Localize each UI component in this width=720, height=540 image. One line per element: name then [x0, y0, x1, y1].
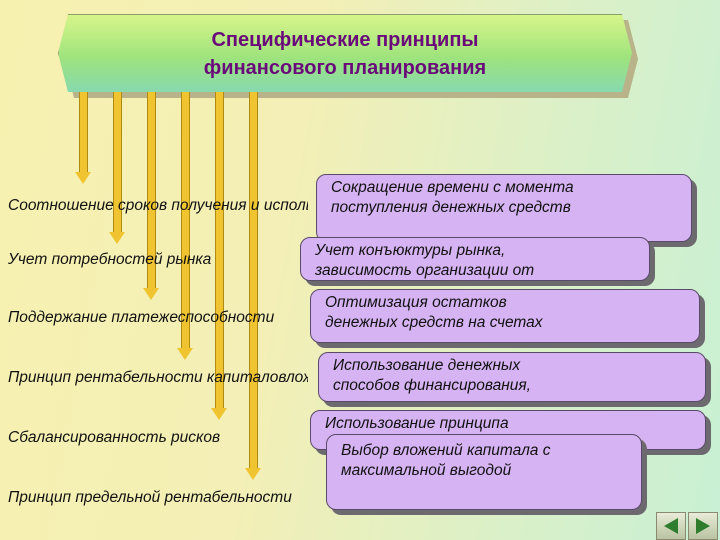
callout-bubble-1: Сокращение времени с момента поступления…	[316, 174, 692, 242]
prev-slide-button[interactable]	[656, 512, 686, 540]
arrow-4-head	[177, 348, 193, 360]
callout-6-line-1: Выбор вложений капитала с	[341, 442, 551, 459]
callout-3-line-1: Оптимизация остатков	[325, 294, 507, 311]
principle-1: Соотношение сроков получения и использов…	[8, 197, 308, 214]
page-title: Специфические принципы финансового плани…	[58, 26, 632, 82]
callout-4-line-2: способов финансирования,	[333, 377, 531, 394]
triangle-left-icon	[664, 518, 678, 534]
callout-5-line-1: Использование принципа	[325, 415, 509, 432]
arrow-2	[113, 92, 122, 232]
callout-bubble-3: Оптимизация остатков денежных средств на…	[310, 289, 700, 343]
callout-3-line-2: денежных средств на счетах	[325, 314, 543, 331]
arrow-4	[181, 92, 190, 348]
title-line-2: финансового планирования	[203, 57, 487, 79]
arrow-3	[147, 92, 156, 288]
title-banner	[58, 14, 632, 92]
callout-1-line-1: Сокращение времени с момента	[331, 179, 574, 196]
arrow-5	[215, 92, 224, 408]
arrow-6	[249, 92, 258, 468]
callout-2-line-2: зависимость организации от	[315, 262, 535, 279]
callout-bubble-4: Использование денежных способов финансир…	[318, 352, 706, 402]
callout-1-line-2: поступления денежных средств	[331, 199, 571, 216]
arrow-3-head	[143, 288, 159, 300]
principle-3: Поддержание платежеспособности	[8, 309, 275, 326]
callout-bubble-6: Выбор вложений капитала с максимальной в…	[326, 434, 642, 510]
arrow-5-head	[211, 408, 227, 420]
callout-bubble-2: Учет конъюктуры рынка, зависимость орган…	[300, 237, 650, 281]
callout-2-line-1: Учет конъюктуры рынка,	[315, 242, 506, 259]
principle-2: Учет потребностей рынка	[8, 251, 212, 268]
callout-6-line-2: максимальной выгодой	[341, 462, 512, 479]
title-line-1: Специфические принципы	[211, 29, 479, 51]
arrow-6-head	[245, 468, 261, 480]
triangle-right-icon	[696, 518, 710, 534]
arrow-1	[79, 92, 88, 172]
arrow-2-head	[109, 232, 125, 244]
principle-4: Принцип рентабельности капиталовложений	[8, 369, 308, 386]
principle-6: Принцип предельной рентабельности	[8, 489, 292, 506]
arrow-1-head	[75, 172, 91, 184]
next-slide-button[interactable]	[688, 512, 718, 540]
callout-4-line-1: Использование денежных	[333, 357, 521, 374]
principle-5: Сбалансированность рисков	[8, 429, 221, 446]
